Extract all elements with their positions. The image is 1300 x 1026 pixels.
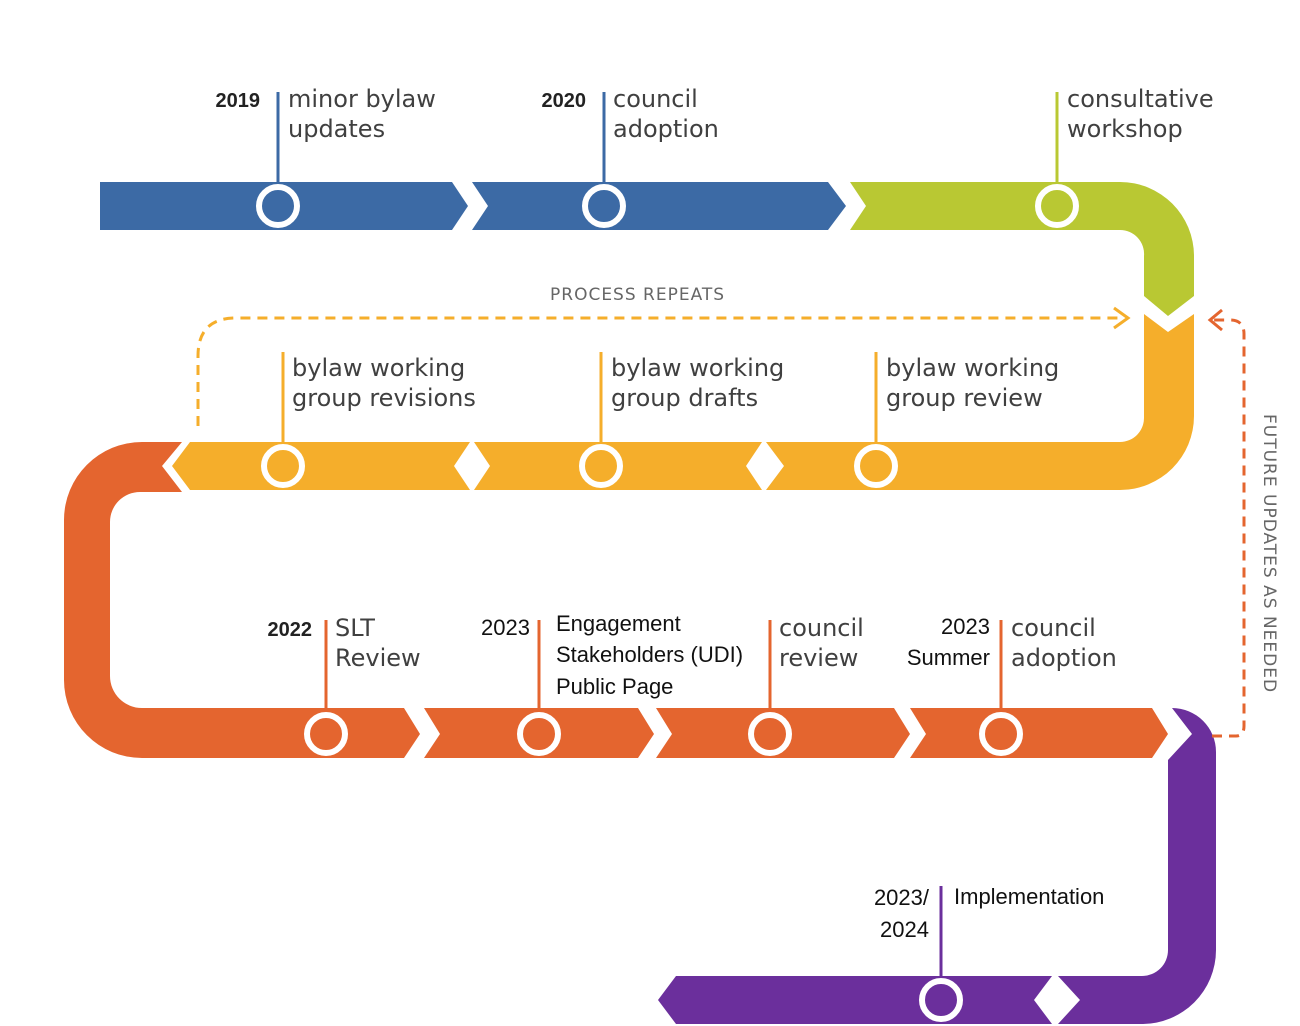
milestone-label-line-2: review xyxy=(779,644,858,672)
milestone-year-line-2: 2024 xyxy=(880,917,929,942)
milestone-year: 2023 xyxy=(941,614,990,639)
track-segment-purple-2 xyxy=(658,976,1052,1024)
milestone-marker xyxy=(579,444,623,488)
milestone-bylaw-working-group-revisions: bylaw working group revisions xyxy=(261,352,476,488)
milestone-marker xyxy=(261,444,305,488)
milestone-2023-summer-council-adoption: 2023 Summer council adoption xyxy=(907,614,1117,756)
milestone-label-line-1: bylaw working xyxy=(292,354,465,382)
milestone-marker xyxy=(1035,184,1079,228)
future-updates-arrowhead-icon xyxy=(1207,308,1223,332)
process-repeats-arrowhead-icon xyxy=(1113,306,1131,330)
milestone-2023-engagement: 2023 Engagement Stakeholders (UDI) Publi… xyxy=(481,611,743,756)
milestone-2019-minor-bylaw-updates: 2019 minor bylaw updates xyxy=(216,85,436,228)
track-curve-orange xyxy=(64,442,420,758)
track-segment-orange-4 xyxy=(910,708,1168,758)
milestone-label-line-1: bylaw working xyxy=(886,354,1059,382)
milestone-year: 2019 xyxy=(216,90,261,112)
milestone-label-line-1: SLT xyxy=(335,614,375,642)
milestone-label-line-2: adoption xyxy=(1011,644,1117,672)
row-1-track xyxy=(100,182,1194,316)
milestone-label-line-1: consultative xyxy=(1067,85,1214,113)
process-repeats-connector xyxy=(196,306,1131,426)
milestone-label-line-2: group drafts xyxy=(611,384,758,412)
milestone-label-line-3: Public Page xyxy=(556,674,673,699)
milestone-label-line-2: group revisions xyxy=(292,384,476,412)
process-repeats-dashed-line xyxy=(196,316,1124,426)
process-repeats-label: PROCESS REPEATS xyxy=(550,285,725,305)
milestone-label-line-2: Review xyxy=(335,644,421,672)
milestone-label-line-1: minor bylaw xyxy=(288,85,436,113)
milestone-2023-2024-implementation: 2023/ 2024 Implementation xyxy=(874,884,1104,1022)
track-curve-purple xyxy=(1058,708,1216,1024)
milestone-marker xyxy=(919,978,963,1022)
milestone-bylaw-working-group-drafts: bylaw working group drafts xyxy=(579,352,784,488)
milestone-year-season: Summer xyxy=(907,645,990,670)
track-segment-yellow-3 xyxy=(172,442,470,490)
milestone-label-line-2: adoption xyxy=(613,115,719,143)
milestone-marker xyxy=(256,184,300,228)
track-curve-green xyxy=(850,182,1194,316)
milestone-bylaw-working-group-review: bylaw working group review xyxy=(854,352,1059,488)
milestone-label-line-1: Implementation xyxy=(954,884,1104,909)
milestone-label-line-1: bylaw working xyxy=(611,354,784,382)
milestone-consultative-workshop: consultative workshop xyxy=(1035,85,1214,228)
milestone-label-line-2: workshop xyxy=(1067,115,1183,143)
milestone-marker xyxy=(979,712,1023,756)
milestone-label-line-2: group review xyxy=(886,384,1043,412)
milestone-label-line-2: Stakeholders (UDI) xyxy=(556,642,743,667)
future-updates-connector xyxy=(1207,308,1246,738)
milestone-label-line-2: updates xyxy=(288,115,385,143)
milestone-year: 2023 xyxy=(481,615,530,640)
milestone-label-line-1: council xyxy=(613,85,698,113)
milestone-marker xyxy=(854,444,898,488)
milestone-2022-slt-review: 2022 SLT Review xyxy=(268,614,421,756)
milestone-year: 2022 xyxy=(268,619,313,641)
milestone-2020-council-adoption: 2020 council adoption xyxy=(542,85,719,228)
milestone-marker xyxy=(304,712,348,756)
milestone-year: 2020 xyxy=(542,90,587,112)
future-updates-dashed-line xyxy=(1212,318,1246,738)
milestone-label-line-1: Engagement xyxy=(556,611,681,636)
milestone-label-line-1: council xyxy=(779,614,864,642)
milestone-marker xyxy=(582,184,626,228)
milestone-label-line-1: council xyxy=(1011,614,1096,642)
milestone-council-review: council review xyxy=(748,614,864,756)
milestone-marker xyxy=(517,712,561,756)
milestone-year: 2023/ xyxy=(874,885,930,910)
future-updates-label: FUTURE UPDATES AS NEEDED xyxy=(1259,414,1279,693)
row-3-track xyxy=(64,442,1168,758)
milestone-marker xyxy=(748,712,792,756)
track-segment-blue-2 xyxy=(472,182,846,230)
